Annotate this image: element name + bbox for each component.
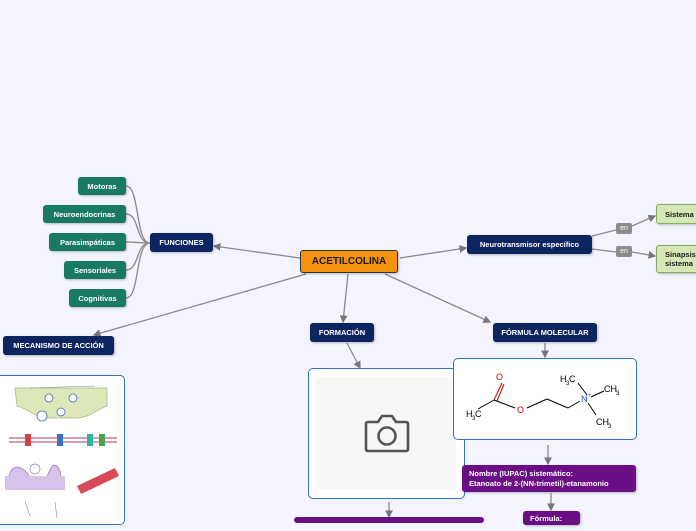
svg-text:CH: CH: [604, 384, 617, 394]
funcion-item-parasimpaticas[interactable]: Parasimpáticas: [49, 233, 126, 251]
svg-text:C: C: [569, 374, 576, 384]
link-label-en: en: [616, 223, 632, 234]
svg-text:O: O: [496, 372, 503, 382]
formacion-image[interactable]: [308, 368, 465, 499]
neurotransmisor-node[interactable]: Neurotransmisor específico: [467, 235, 592, 254]
central-node[interactable]: ACETILCOLINA: [300, 250, 398, 273]
synapse-diagram: [5, 385, 119, 519]
svg-text:3: 3: [472, 416, 476, 422]
formula-node[interactable]: FÓRMULA MOLECULAR: [493, 323, 597, 342]
mecanismo-node[interactable]: MECANISMO DE ACCIÓN: [3, 336, 114, 355]
target-sinapsis[interactable]: Sinapsis sistema: [656, 245, 696, 273]
iupac-name-node[interactable]: Nombre (IUPAC) sistemático: Etanoato de …: [462, 465, 636, 492]
funcion-item-motoras[interactable]: Motoras: [78, 177, 126, 195]
svg-text:N: N: [581, 394, 588, 404]
target-sistema[interactable]: Sistema: [656, 204, 696, 224]
svg-text:3: 3: [608, 424, 612, 430]
svg-text:CH: CH: [596, 417, 609, 427]
funcion-item-cognitivas[interactable]: Cognitivas: [69, 289, 126, 307]
funciones-node[interactable]: FUNCIONES: [150, 233, 213, 252]
svg-text:3: 3: [616, 391, 620, 397]
svg-text:+: +: [588, 393, 592, 399]
formula-text-node[interactable]: Fórmula:: [523, 511, 580, 525]
funcion-item-sensoriales[interactable]: Sensoriales: [64, 261, 126, 279]
svg-text:H: H: [466, 409, 473, 419]
camera-icon: [364, 414, 410, 453]
svg-text:3: 3: [566, 381, 570, 387]
svg-text:C: C: [475, 409, 482, 419]
mecanismo-image[interactable]: [0, 375, 125, 525]
formacion-node[interactable]: FORMACIÓN: [310, 323, 374, 342]
connector-lines: [92, 185, 657, 519]
formacion-child-node[interactable]: [294, 517, 484, 523]
svg-text:O: O: [517, 405, 524, 415]
svg-text:H: H: [560, 374, 567, 384]
link-label-en: en: [616, 246, 632, 257]
funcion-item-neuroendocrinas[interactable]: Neuroendocrinas: [43, 205, 126, 223]
